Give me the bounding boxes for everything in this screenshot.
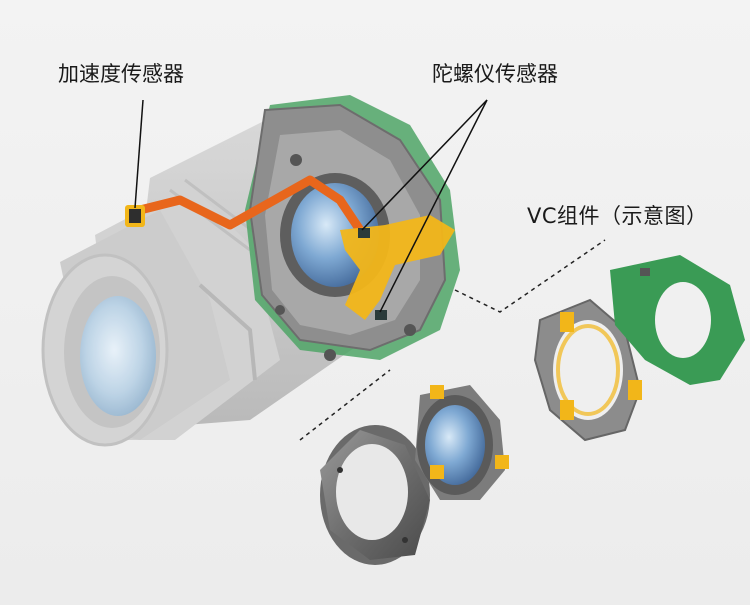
gyroscope-label: 陀螺仪传感器 — [432, 62, 558, 86]
flex-cable-icon — [138, 175, 455, 320]
accelerometer-label: 加速度传感器 — [58, 62, 184, 86]
lens-element-icon — [415, 385, 509, 500]
pcb-board-icon — [610, 255, 745, 385]
magnet-ring-icon — [533, 298, 642, 442]
base-ring-icon — [320, 425, 430, 565]
vc-unit-label: VC组件（示意图） — [527, 204, 708, 228]
leader-lines — [134, 99, 488, 313]
gyro-chip-icon — [358, 228, 370, 238]
dashed-guides — [299, 239, 606, 441]
